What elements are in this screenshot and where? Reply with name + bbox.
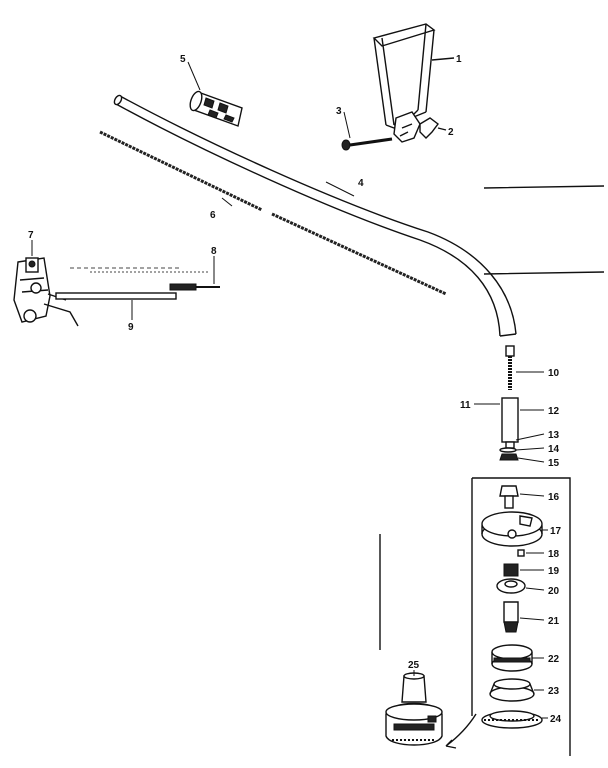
part-4-shaft-tube <box>113 94 517 337</box>
callout-15: 15 <box>548 458 560 469</box>
part-24-bump-knob <box>481 710 548 729</box>
callout-labels: 1 2 3 4 5 6 7 8 9 10 11 12 13 14 15 16 1… <box>28 54 562 725</box>
callout-9: 9 <box>128 322 134 333</box>
callout-14: 14 <box>548 444 560 455</box>
part-17-cover <box>481 511 548 547</box>
callout-1: 1 <box>456 54 462 65</box>
callout-5: 5 <box>180 54 186 65</box>
callout-22: 22 <box>548 654 560 665</box>
part-16-bolt <box>499 485 545 509</box>
part-21-hub <box>503 601 545 633</box>
part-2-wing-nut <box>419 117 447 139</box>
callout-11: 11 <box>460 400 471 411</box>
part-14-lock-washer <box>499 447 545 453</box>
callout-3: 3 <box>336 106 342 117</box>
part-22-spool <box>491 644 544 672</box>
part-15-nut <box>499 453 545 463</box>
part-3-bolt <box>341 111 393 151</box>
part-19-spring <box>503 563 544 577</box>
callout-20: 20 <box>548 586 560 597</box>
part-5-grip <box>187 61 243 127</box>
callout-25: 25 <box>408 660 420 671</box>
part-8-drive-shaft <box>70 256 220 291</box>
part-18-key <box>517 549 544 557</box>
trimmer-head-frame <box>379 185 605 756</box>
callout-12: 12 <box>548 406 560 417</box>
part-6-drive-cable <box>99 130 447 296</box>
part-7-coupling-housing <box>13 240 79 327</box>
callout-17: 17 <box>550 526 562 537</box>
callout-21: 21 <box>548 616 560 627</box>
part-12-spacer-tube <box>474 397 544 443</box>
part-10-bolt <box>505 345 544 390</box>
callout-6: 6 <box>210 210 216 221</box>
part-20-retainer <box>496 578 545 594</box>
part-23-housing <box>489 678 544 702</box>
callout-18: 18 <box>548 549 560 560</box>
part-25-trimmer-head-assembly <box>385 670 443 746</box>
callout-4: 4 <box>358 178 364 189</box>
callout-16: 16 <box>548 492 560 503</box>
part-1-handle-loop <box>372 23 455 143</box>
callout-19: 19 <box>548 566 560 577</box>
callout-2: 2 <box>448 127 454 138</box>
part-9-tube-sleeve <box>55 292 177 320</box>
callout-7: 7 <box>28 230 34 241</box>
callout-10: 10 <box>548 368 560 379</box>
callout-8: 8 <box>211 246 217 257</box>
callout-23: 23 <box>548 686 560 697</box>
callout-24: 24 <box>550 714 562 725</box>
callout-13: 13 <box>548 430 560 441</box>
